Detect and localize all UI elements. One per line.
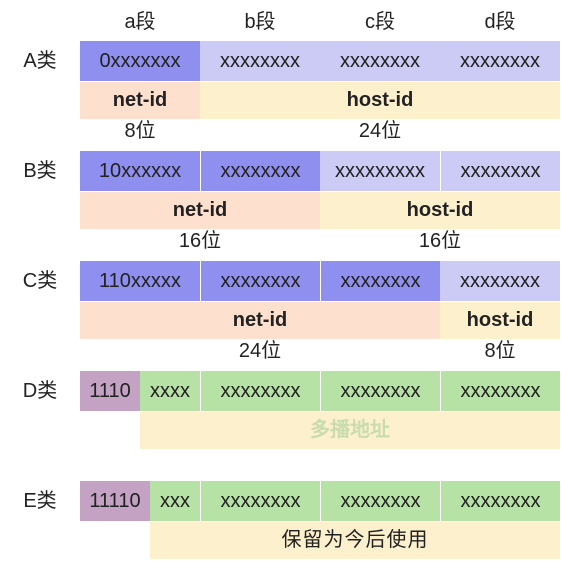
class-b-octet-3: xxxxxxxxx [320,151,440,191]
class-a-host-id-band: host-id [200,82,560,119]
column-header-c: c段 [365,11,395,33]
class-b-octet-2: xxxxxxxx [200,151,320,191]
class-e-reserved-band: 保留为今后使用 [150,522,560,559]
class-c-host-width: 8位 [484,340,516,362]
column-header-d: d段 [484,11,516,33]
class-d-multicast-band: 多播地址 [140,412,560,449]
class-c-net-id-band: net-id [80,302,440,339]
class-c-net-width: 24位 [238,340,282,362]
class-e-label: E类 [23,490,57,512]
class-b-octet-1: 10xxxxxx [80,151,200,191]
class-e-octet-2: xxxxxxxx [200,481,320,521]
class-b-label: B类 [23,160,57,182]
class-a-net-id-band: net-id [80,82,200,119]
class-a-octet-1: 0xxxxxxx [80,41,200,81]
class-b-net-width: 16位 [178,230,222,252]
class-e-octet-1-rest: xxx [150,481,200,521]
column-header-a: a段 [124,11,156,33]
class-d-label: D类 [22,380,58,402]
class-c-octet-2: xxxxxxxx [200,261,320,301]
class-a-octet-2: xxxxxxxx [200,41,320,81]
class-b-octet-4: xxxxxxxx [440,151,560,191]
class-c-octet-1: 110xxxxx [80,261,200,301]
class-d-octet-1-rest: xxxx [140,371,200,411]
class-b-host-id-band: host-id [320,192,560,229]
class-b-host-width: 16位 [418,230,462,252]
class-a-host-width: 24位 [358,120,402,142]
column-header-b: b段 [244,11,276,33]
class-c-octet-3: xxxxxxxx [320,261,440,301]
class-c-host-id-band: host-id [440,302,560,339]
class-e-prefix: 11110 [80,481,150,521]
class-d-octet-2: xxxxxxxx [200,371,320,411]
class-d-octet-4: xxxxxxxx [440,371,560,411]
class-d-prefix: 1110 [80,371,140,411]
class-e-octet-4: xxxxxxxx [440,481,560,521]
class-d-octet-3: xxxxxxxx [320,371,440,411]
class-b-net-id-band: net-id [80,192,320,229]
class-a-octet-4: xxxxxxxx [440,41,560,81]
class-a-octet-3: xxxxxxxx [320,41,440,81]
class-c-label: C类 [22,270,58,292]
class-a-net-width: 8位 [124,120,156,142]
class-a-label: A类 [23,50,57,72]
class-c-octet-4: xxxxxxxx [440,261,560,301]
class-e-octet-3: xxxxxxxx [320,481,440,521]
